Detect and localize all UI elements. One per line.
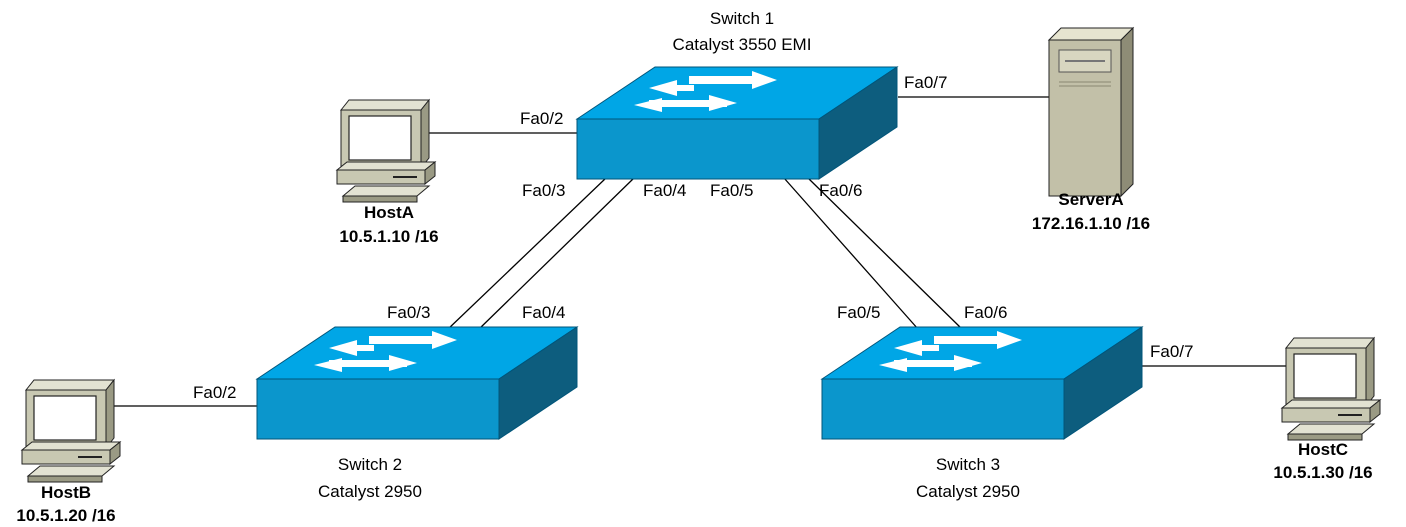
switch-2-icon (256, 326, 578, 440)
hostc-pc-icon (1281, 337, 1381, 441)
port-label-sw1-fa03: Fa0/3 (522, 181, 565, 200)
port-label-sw1-fa02: Fa0/2 (520, 109, 563, 128)
hostc-ip: 10.5.1.30 /16 (1273, 463, 1372, 482)
servera-server-icon (1048, 27, 1134, 197)
port-label-sw3-fa07: Fa0/7 (1150, 342, 1193, 361)
hostb-ip: 10.5.1.20 /16 (16, 506, 115, 525)
hostc-name: HostC (1298, 440, 1348, 459)
switch-3-model: Catalyst 2950 (916, 482, 1020, 501)
port-label-sw2-fa03: Fa0/3 (387, 303, 430, 322)
port-label-sw3-fa05: Fa0/5 (837, 303, 880, 322)
switch-2-model: Catalyst 2950 (318, 482, 422, 501)
port-label-sw1-fa05: Fa0/5 (710, 181, 753, 200)
link-sw1-sw2-fa04 (477, 177, 635, 331)
switch-1-model: Catalyst 3550 EMI (673, 35, 812, 54)
port-label-sw3-fa06: Fa0/6 (964, 303, 1007, 322)
switch-3-icon (821, 326, 1143, 440)
switch-2-name: Switch 2 (338, 455, 402, 474)
port-label-sw1-fa07: Fa0/7 (904, 73, 947, 92)
hostb-name: HostB (41, 483, 91, 502)
switch-1-name: Switch 1 (710, 9, 774, 28)
hosta-pc-icon (336, 99, 436, 203)
port-label-sw2-fa04: Fa0/4 (522, 303, 565, 322)
link-sw1-sw2-fa03 (446, 177, 607, 331)
link-sw1-sw3-fa06 (807, 177, 963, 330)
servera-ip: 172.16.1.10 /16 (1032, 214, 1150, 233)
links (104, 96, 1296, 407)
hostb-pc-icon (21, 379, 121, 483)
switch-1-icon (576, 66, 898, 180)
link-sw1-sw3-fa05 (783, 177, 919, 330)
servera-name: ServerA (1058, 190, 1123, 209)
hosta-ip: 10.5.1.10 /16 (339, 227, 438, 246)
port-label-sw2-fa02: Fa0/2 (193, 383, 236, 402)
port-label-sw1-fa06: Fa0/6 (819, 181, 862, 200)
port-label-sw1-fa04: Fa0/4 (643, 181, 686, 200)
hosta-name: HostA (364, 203, 414, 222)
switch-3-name: Switch 3 (936, 455, 1000, 474)
